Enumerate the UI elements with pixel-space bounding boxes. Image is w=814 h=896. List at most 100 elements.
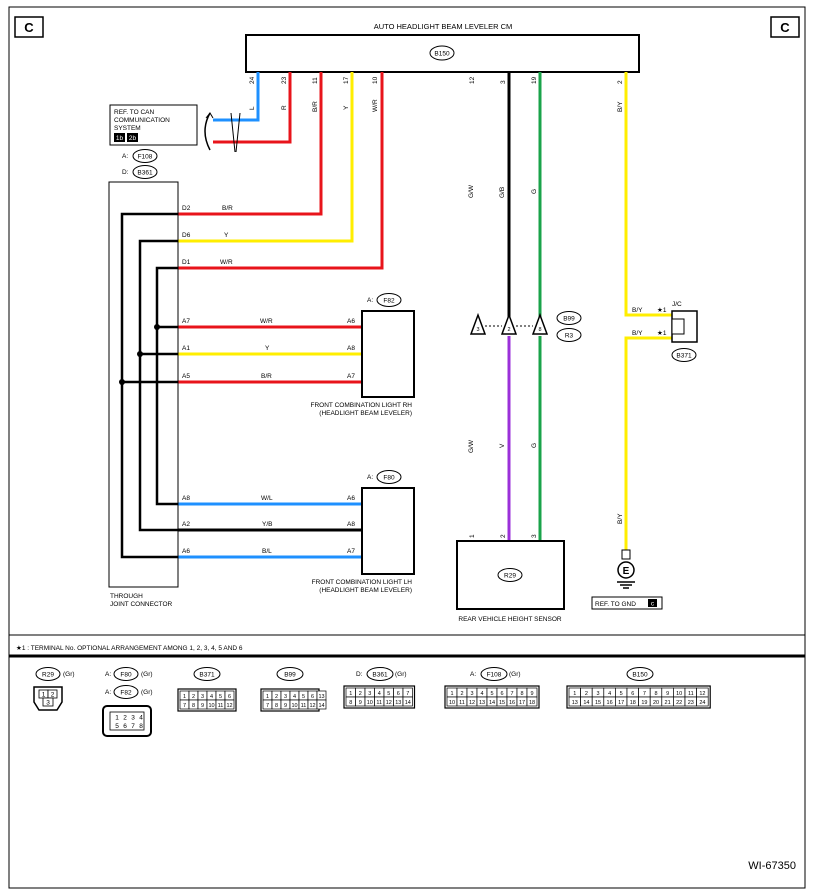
- legend-f108-cell: 1: [450, 691, 453, 697]
- corner-marker-right-text: C: [780, 20, 790, 35]
- legend-f80-grid: 1 2 3 4 5 6 7 8: [115, 715, 143, 731]
- footnote: ★1 : TERMINAL No. OPTIONAL ARRANGEMENT A…: [16, 644, 243, 652]
- light-lh-prefix: A:: [367, 474, 373, 481]
- jc-label: J/C: [672, 301, 682, 308]
- legend-b361-cell: 10: [367, 700, 373, 706]
- module-connector-badge: B150: [429, 45, 455, 61]
- outer-frame: [8, 6, 806, 889]
- joint-internal-wires: [120, 212, 178, 559]
- wire-label: B/Y: [617, 101, 624, 112]
- mid-conn-b99-badge: B99: [556, 311, 582, 325]
- module-pin: 3: [500, 80, 507, 84]
- wire-l: [213, 72, 260, 122]
- joint-pin-a-rh: A7: [182, 318, 190, 325]
- jc-star-bottom: ★1: [657, 329, 667, 337]
- legend-b150-cell: 1: [573, 691, 576, 697]
- legend-b371-cell: 3: [201, 694, 204, 700]
- legend-f108-cell: 17: [519, 700, 525, 706]
- legend-b361-cell: 12: [386, 700, 392, 706]
- can-arc: [204, 112, 211, 151]
- mid-joint-triangles: [469, 312, 549, 335]
- legend-r29: R29 (Gr) 1 2 3: [33, 667, 75, 711]
- legend-b371-cell: 9: [201, 703, 204, 709]
- legend-r29-note: (Gr): [63, 671, 75, 678]
- light-rh-connector: F82: [383, 298, 395, 305]
- wire-label: B/R: [312, 101, 319, 112]
- sensor-label: REAR VEHICLE HEIGHT SENSOR: [458, 616, 561, 623]
- legend-b371-cell: 8: [192, 703, 195, 709]
- sensor-pin: 3: [531, 534, 538, 538]
- jc-star-top: ★1: [657, 306, 667, 314]
- legend-f80-name: F80: [120, 672, 132, 679]
- module-pin: 10: [372, 76, 379, 84]
- sensor-wire-label: G/W: [468, 439, 475, 453]
- legend-f80-cell: 7: [131, 723, 135, 730]
- jc-connector: B371: [676, 353, 692, 360]
- wire-label: Y: [343, 105, 350, 110]
- legend-f108-cell: 12: [469, 700, 475, 706]
- jc-wire-down: B/Y: [617, 513, 624, 524]
- legend-b99-cell: 14: [318, 703, 324, 709]
- splice-dot: [154, 324, 160, 330]
- module-pin: 2: [617, 80, 624, 84]
- legend-b361-name: B361: [372, 672, 388, 679]
- can-arrow-icon: [205, 112, 214, 119]
- legend-b150-cell: 10: [676, 691, 682, 697]
- corner-marker-left-text: C: [24, 20, 34, 35]
- legend-b371-name: B371: [199, 672, 215, 679]
- light-rh-line1: FRONT COMBINATION LIGHT RH: [311, 402, 413, 409]
- legend-b361-cell: 13: [395, 700, 401, 706]
- module-pin: 24: [249, 76, 256, 84]
- legend-f108-cell: 9: [530, 691, 533, 697]
- legend-r29-cell: 3: [46, 700, 50, 707]
- sensor-pin: 1: [469, 534, 476, 538]
- legend-f108-cell: 8: [520, 691, 523, 697]
- legend-f80-cell: 4: [139, 715, 143, 722]
- legend-b150-cell: 13: [572, 700, 578, 706]
- module-pin: 12: [469, 76, 476, 84]
- legend-b371-cell: 10: [208, 703, 214, 709]
- can-ref-line1: REF. TO CAN: [114, 109, 155, 116]
- legend-b361-cell: 5: [387, 691, 390, 697]
- joint-wire-a-rh: B/R: [261, 373, 272, 380]
- legend-b150-cell: 4: [608, 691, 611, 697]
- legend-b361-note: (Gr): [395, 671, 407, 678]
- light-lh-line1: FRONT COMBINATION LIGHT LH: [312, 579, 413, 586]
- joint-conn-d-text: B361: [137, 170, 153, 177]
- module-connector-text: B150: [434, 51, 450, 58]
- legend-b150-cell: 7: [643, 691, 646, 697]
- legend-b99-cell: 2: [275, 694, 278, 700]
- legend-f80-note: (Gr): [141, 671, 153, 678]
- legend-b361-cell: 4: [378, 691, 381, 697]
- mid-joint-pin: 8: [538, 327, 541, 333]
- can-ref-line2: COMMUNICATION: [114, 117, 170, 124]
- legend-b361-cell: 11: [376, 700, 382, 706]
- jc-connector-badge: B371: [671, 348, 697, 362]
- legend-b150-cell: 8: [654, 691, 657, 697]
- mid-conn-r3: R3: [565, 333, 574, 340]
- legend-b150-cell: 19: [641, 700, 647, 706]
- legend-b361-cell: 3: [368, 691, 371, 697]
- can-ref-box[interactable]: REF. TO CAN COMMUNICATION SYSTEM 1b 2b: [109, 104, 198, 146]
- joint-wire-d: Y: [224, 232, 229, 239]
- light-rh-pin: A8: [347, 345, 355, 352]
- light-lh-line2: (HEADLIGHT BEAM LEVELER): [319, 587, 412, 594]
- light-lh-badge: F80: [376, 470, 402, 484]
- legend-b150-name: B150: [632, 672, 648, 679]
- light-rh-badge: F82: [376, 293, 402, 307]
- ground-ref-text: REF. TO GND: [595, 601, 636, 608]
- legend-f108-prefix: A:: [470, 671, 476, 678]
- corner-marker-right: C: [770, 16, 800, 38]
- ground-ref-box[interactable]: REF. TO GND c: [591, 596, 663, 610]
- module-pin: 19: [531, 76, 538, 84]
- wire-b-y-upper: [624, 72, 672, 317]
- legend-f80-cell: 3: [131, 715, 135, 722]
- wire-w-r-module: [178, 72, 384, 270]
- legend-b150-cell: 9: [666, 691, 669, 697]
